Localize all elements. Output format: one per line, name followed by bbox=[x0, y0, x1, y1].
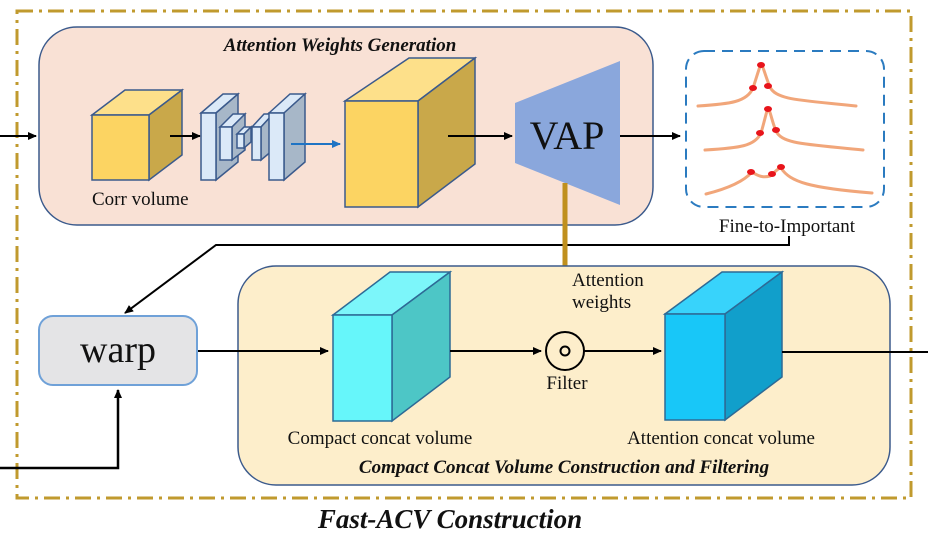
attention-weights-label-line2: weights bbox=[572, 292, 631, 313]
arrow-fine-to-warp bbox=[124, 236, 790, 314]
input-arrow-bottom bbox=[0, 389, 122, 470]
warp-label: warp bbox=[80, 329, 156, 371]
fast-acv-title: Fast-ACV Construction bbox=[317, 504, 582, 534]
peak-dots bbox=[747, 62, 785, 177]
curve-3 bbox=[704, 166, 874, 196]
warp-block bbox=[38, 315, 198, 386]
compact-concat-cube bbox=[330, 270, 453, 423]
corr-volume-label: Corr volume bbox=[92, 189, 189, 210]
attention-concat-cube bbox=[662, 270, 785, 422]
fine-to-important-label: Fine-to-Important bbox=[719, 216, 856, 237]
attention-weights-label-line1: Attention bbox=[572, 270, 644, 291]
attention-weights-title: Attention Weights Generation bbox=[223, 35, 457, 56]
filter-label: Filter bbox=[546, 373, 588, 394]
vap-label: VAP bbox=[530, 113, 605, 158]
outer-frame bbox=[15, 9, 913, 500]
compact-concat-label: Compact concat volume bbox=[288, 428, 473, 449]
fine-to-important-box bbox=[685, 50, 885, 208]
attention-volume-cube bbox=[342, 56, 478, 209]
compact-concat-title: Compact Concat Volume Construction and F… bbox=[359, 457, 769, 478]
attention-concat-label: Attention concat volume bbox=[627, 428, 815, 449]
vap-block bbox=[515, 61, 620, 205]
corr-volume-cube bbox=[89, 88, 185, 182]
curve-2 bbox=[703, 107, 865, 152]
hourglass-network-icon bbox=[198, 92, 307, 182]
curve-1 bbox=[696, 63, 858, 108]
distribution-curves bbox=[696, 63, 874, 196]
